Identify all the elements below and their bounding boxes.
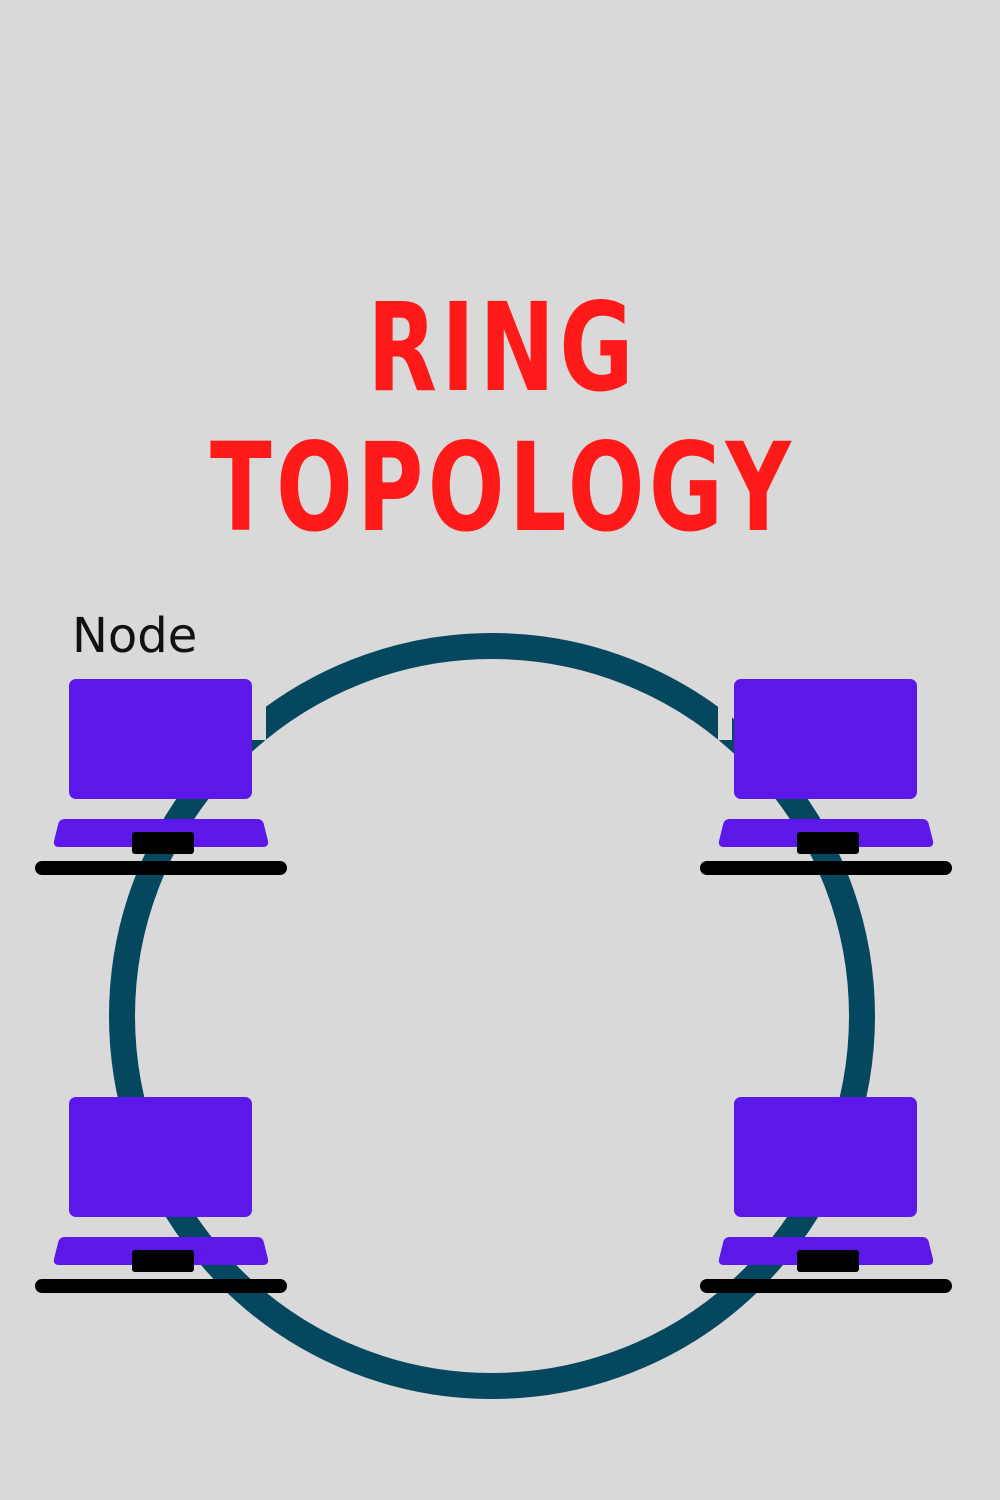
laptop-node-top-left [35,679,287,875]
laptop-touchpad [132,832,194,854]
laptop-touchpad [797,1250,859,1272]
diagram-title: RING TOPOLOGY [209,277,796,559]
laptop-base [35,1279,287,1293]
laptop-base [700,861,952,875]
laptop-node-bottom-left [35,1097,287,1293]
laptop-node-top-right [700,679,952,875]
laptop-base [35,861,287,875]
node-label: Node [72,608,198,664]
laptop-touchpad [132,1250,194,1272]
laptop-screen [69,679,252,799]
laptop-screen [69,1097,252,1217]
ring-connection [109,633,875,1399]
laptop-touchpad [797,832,859,854]
laptop-base [700,1279,952,1293]
laptop-screen [734,1097,917,1217]
laptop-screen [734,679,917,799]
laptop-node-bottom-right [700,1097,952,1293]
